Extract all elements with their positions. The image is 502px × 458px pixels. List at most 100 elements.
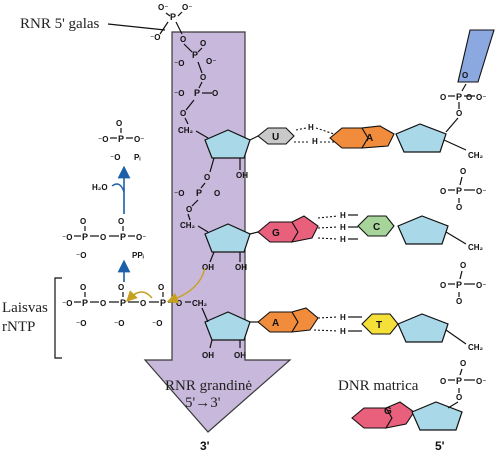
free-ntp-label-2: rNTP [2,319,35,335]
dna-sugar-4 [411,401,463,431]
svg-text:H: H [340,211,346,220]
svg-text:OH: OH [202,263,214,272]
svg-text:⁻O: ⁻O [98,135,108,144]
svg-text:O⁻: O⁻ [476,281,486,290]
svg-text:⁻O: ⁻O [174,189,184,198]
bond-cleavage-arrow [126,290,153,302]
svg-text:⁻O: ⁻O [150,33,160,42]
svg-text:O: O [80,217,86,226]
svg-text:O: O [100,299,106,308]
free-ntp-bracket [54,277,62,359]
svg-text:O: O [176,299,182,308]
svg-text:P: P [82,298,88,308]
svg-text:P: P [160,298,166,308]
hbond-u-a: H H [294,123,336,146]
svg-text:PPᵢ: PPᵢ [132,251,144,260]
svg-text:O: O [212,89,218,98]
svg-text:O: O [100,233,106,242]
dna-phosphate-4: O P O⁻ O [440,368,486,409]
svg-text:O⁻: O⁻ [476,187,486,196]
svg-text:P: P [120,232,126,242]
svg-text:O: O [466,93,472,102]
rna-phosphodiester-1: O P ⁻O O O [174,173,220,214]
svg-text:O⁻: O⁻ [136,233,146,242]
pyrophosphate: ⁻O P O ⁻O O P O O⁻ PPᵢ [62,217,146,260]
svg-text:O: O [214,189,220,198]
svg-text:O: O [460,359,466,368]
rna-strand-label-2: 5'→3' [185,395,221,411]
svg-text:O⁻: O⁻ [206,57,216,66]
svg-text:P: P [170,12,176,22]
svg-text:⁻O: ⁻O [76,319,86,328]
nucleophilic-attack-arrow [166,267,206,304]
svg-text:⁻O: ⁻O [76,251,86,260]
svg-text:H: H [340,327,346,336]
svg-text:P: P [456,186,462,196]
svg-text:CH₂: CH₂ [192,299,208,308]
dna-phosphate-1: O P O O⁻ O [440,83,486,133]
svg-text:O: O [460,167,466,176]
svg-text:O: O [180,109,186,118]
dna-phosphate-3: O P O⁻ O [440,270,486,306]
rna-strand-label-1: RNR grandinė [165,378,252,394]
svg-text:O: O [440,187,446,196]
svg-text:CH₂: CH₂ [178,126,194,135]
svg-text:O: O [204,173,210,182]
svg-text:⁻O: ⁻O [174,89,184,98]
rna-base-g: G [257,215,319,243]
svg-text:CH₂: CH₂ [468,151,484,160]
svg-text:O: O [200,39,206,48]
svg-text:O: O [186,205,192,214]
dna-backbone-ribbon [457,29,495,83]
svg-text:OH: OH [235,263,247,272]
dna-phosphate-2: O P O⁻ O [440,176,486,212]
svg-text:CH₂: CH₂ [180,221,196,230]
rna-base-u: U [257,127,295,145]
svg-text:O: O [456,203,462,212]
svg-text:H: H [340,223,346,232]
svg-text:O: O [140,299,146,308]
svg-text:OH: OH [202,351,214,360]
dna-5-end-label: 5' [435,439,445,453]
hbond-g-c: H H H [317,211,358,244]
dna-sugar-3 [397,313,449,343]
incoming-rntp: ⁻O P O ⁻O O P O ⁻O O P O ⁻O O CH₂ [62,283,209,328]
svg-text:O: O [456,393,462,402]
hbond-a-t: H H [313,313,362,336]
svg-text:OH: OH [234,351,246,360]
svg-text:P: P [456,92,462,102]
svg-text:O: O [180,35,186,44]
svg-text:O: O [440,377,446,386]
svg-text:H: H [340,235,346,244]
svg-text:⁻O: ⁻O [152,319,162,328]
inorganic-phosphate: ⁻O P O O⁻ ⁻O Pᵢ [98,119,144,162]
svg-text:O: O [200,73,206,82]
svg-text:Pᵢ: Pᵢ [134,153,140,162]
svg-text:H: H [312,137,318,146]
svg-text:H: H [340,313,346,322]
svg-text:A: A [272,318,279,329]
svg-text:O: O [440,93,446,102]
svg-text:O: O [456,109,462,118]
svg-text:OH: OH [236,171,248,180]
svg-text:O⁻: O⁻ [158,3,168,12]
dna-base-t: T [361,313,399,335]
rna-5-phosphate-2: P O ⁻O O⁻ O [174,39,216,82]
svg-text:P: P [82,232,88,242]
svg-text:O: O [462,71,468,80]
dna-template-label: DNR matrica [338,378,419,394]
free-ntp-label-1: Laisvas [2,300,48,316]
svg-text:⁻O: ⁻O [62,299,72,308]
svg-text:H: H [308,123,314,132]
svg-text:CH₂: CH₂ [468,243,484,252]
svg-text:A: A [366,133,373,144]
svg-text:O: O [118,217,124,226]
svg-text:O: O [440,281,446,290]
svg-text:U: U [272,132,279,143]
svg-text:P: P [196,188,202,198]
water-arrow [111,183,125,193]
svg-text:P: P [118,134,124,144]
svg-text:⁻O: ⁻O [110,153,120,162]
svg-text:T: T [376,320,382,331]
